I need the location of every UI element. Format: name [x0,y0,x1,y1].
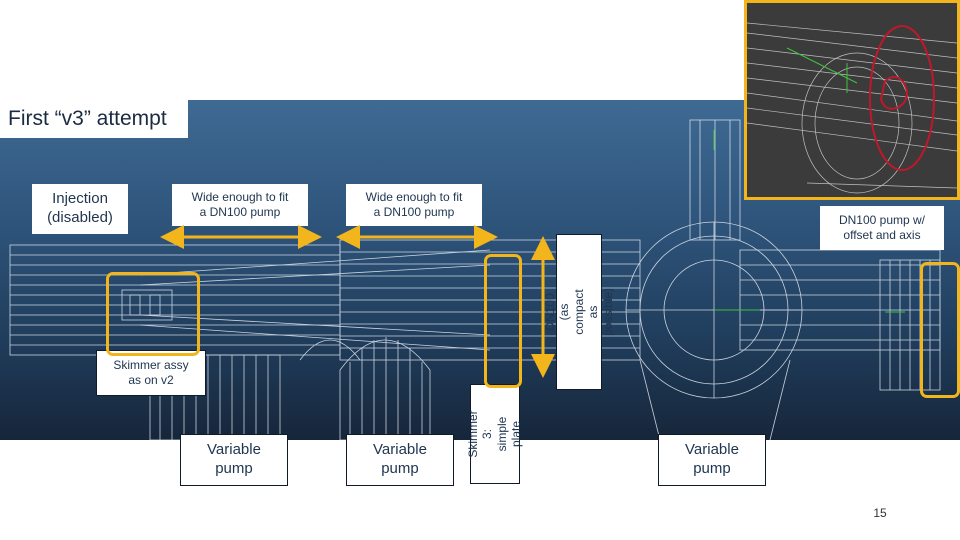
pump-left-label-text: Variable pump [207,441,261,477]
skimmer-assy-highlight [106,272,200,356]
inset-wireframe [747,22,957,194]
skimmer3-highlight [484,254,522,388]
wide-left-label: Wide enough to fit a DN100 pump [172,184,308,226]
wide-mid-label: Wide enough to fit a DN100 pump [346,184,482,226]
pump-right-label-text: Variable pump [685,441,739,477]
pump-right-label: Variable pump [658,434,766,486]
skimmer-assy-label-text: Skimmer assy as on v2 [113,358,189,387]
slide-title-text: First “v3” attempt [8,107,167,130]
dn100-offset-label-text: DN100 pump w/ offset and axis [838,213,926,242]
dn100-offset-highlight [920,262,960,398]
skimmer-assy-label: Skimmer assy as on v2 [96,350,206,396]
axis-triad-icon [713,130,905,313]
inset-closeup-view [744,0,960,200]
slide-title: First “v3” attempt [0,100,188,138]
wide-mid-label-text: Wide enough to fit a DN100 pump [365,190,463,219]
dn100-compact-label: DN100 (as compact as possible) [543,234,615,390]
dn100-offset-label: DN100 pump w/ offset and axis [820,206,944,250]
pump-left-label: Variable pump [180,434,288,486]
injection-label-text: Injection (disabled) [47,190,113,226]
skimmer3-label: Skimmer 3: simple plate [466,384,523,484]
pump-mid-label-text: Variable pump [373,441,427,477]
page-number: 15 [873,506,887,520]
injection-label: Injection (disabled) [32,184,128,234]
wide-left-label-text: Wide enough to fit a DN100 pump [191,190,289,219]
pump-mid-label: Variable pump [346,434,454,486]
